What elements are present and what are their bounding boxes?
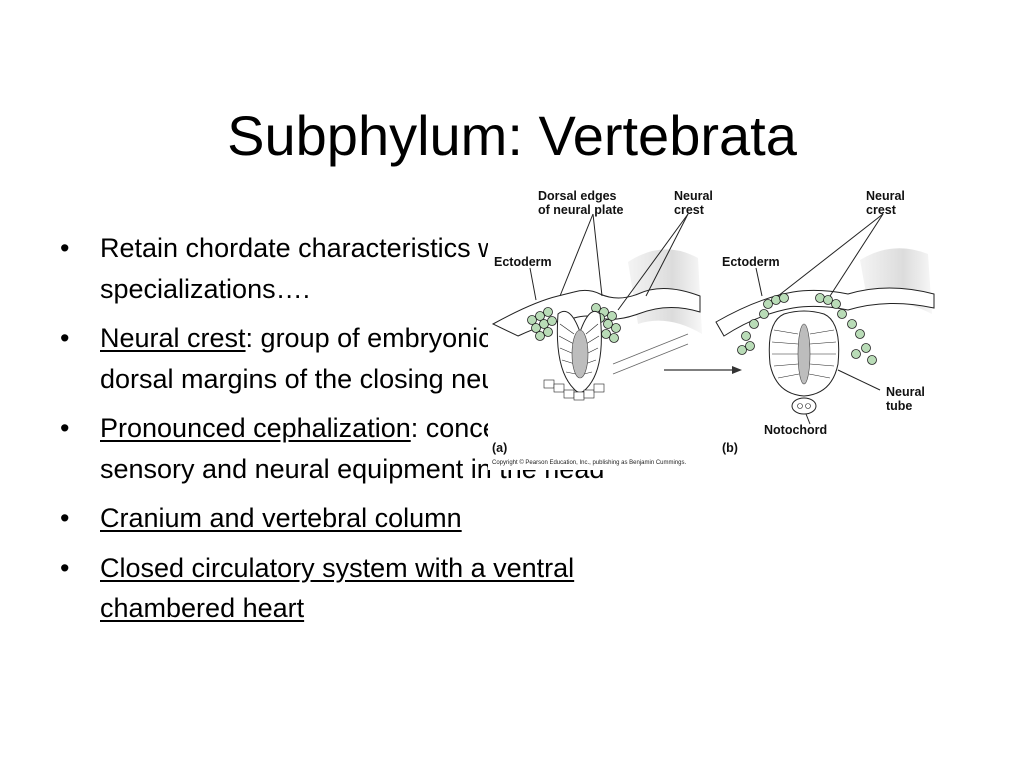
label-neural-tube-1: Neural [886, 385, 925, 399]
bullet-dot: • [60, 552, 70, 583]
bullet-term: Pronounced cephalization [100, 413, 411, 443]
label-neural-crest-a-1: Neural [674, 189, 713, 203]
bullet-dot: • [60, 233, 70, 263]
bullet-term: Cranium and vertebral column [100, 503, 462, 533]
label-copyright: Copyright © Pearson Education, Inc., pub… [492, 459, 687, 466]
label-dorsal-edges-1: Dorsal edges [538, 189, 617, 203]
panel-a-diagram [491, 249, 702, 401]
bullet-item: • Retain chordate characteristics with s… [60, 228, 620, 309]
label-notochord: Notochord [764, 423, 827, 437]
neural-canal-b [797, 323, 811, 385]
neural-crest-figure: Dorsal edges of neural plate Neural cres… [488, 184, 940, 470]
label-neural-crest-b-1: Neural [866, 189, 905, 203]
leader-lines-a [529, 213, 689, 311]
neural-crest-cells-b [737, 293, 877, 365]
label-dorsal-edges-2: of neural plate [538, 203, 623, 217]
bullet-dot: • [60, 413, 70, 443]
label-neural-crest-b-2: crest [866, 203, 897, 217]
bullet-dot: • [60, 323, 70, 353]
bullet-dot: • [60, 503, 70, 533]
bullet-term: Closed circulatory system with a ventral… [100, 552, 575, 624]
label-ectoderm-a: Ectoderm [494, 255, 552, 269]
label-neural-tube-2: tube [886, 399, 912, 413]
bullet-item: • Cranium and vertebral column [60, 498, 620, 539]
panel-b-diagram [715, 248, 935, 415]
slide-title: Subphylum: Vertebrata [227, 104, 797, 167]
neural-groove-a [571, 329, 589, 379]
label-ectoderm-b: Ectoderm [722, 255, 780, 269]
label-panel-b: (b) [722, 441, 738, 455]
bullet-term: Neural crest [100, 323, 246, 353]
bullet-text: Retain chordate characteristics with spe… [100, 233, 527, 304]
label-neural-crest-a-2: crest [674, 203, 705, 217]
label-panel-a: (a) [492, 441, 507, 455]
notochord-b [791, 397, 817, 415]
leader-lines-b [755, 213, 884, 425]
transition-arrow [664, 366, 742, 374]
figure-labels: Dorsal edges of neural plate Neural cres… [492, 189, 925, 466]
bullet-item: • Closed circulatory system with a ventr… [60, 548, 620, 629]
